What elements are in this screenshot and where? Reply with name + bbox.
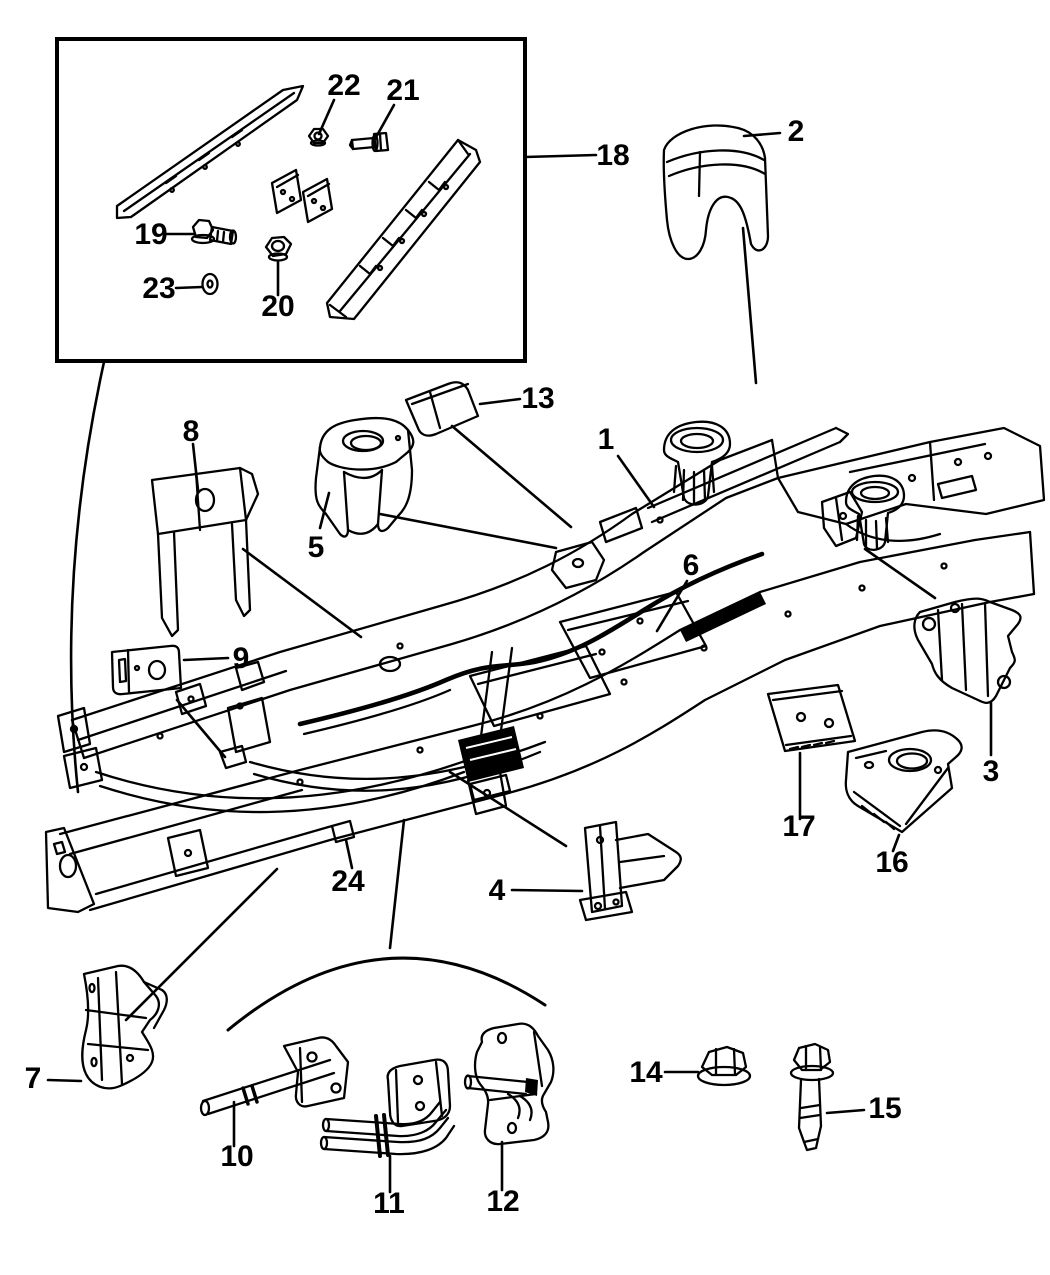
part-8-drawing xyxy=(150,466,260,638)
callout-23: 23 xyxy=(142,272,175,305)
callout-19: 19 xyxy=(134,218,167,251)
rail-part-drawing xyxy=(325,138,482,321)
nut-20-drawing xyxy=(264,235,293,262)
frame-drawing xyxy=(44,420,1046,914)
callout-21: 21 xyxy=(386,74,419,107)
part-3-drawing xyxy=(913,597,1022,705)
callout-15: 15 xyxy=(868,1092,901,1125)
callout-8: 8 xyxy=(183,415,200,448)
callout-10: 10 xyxy=(220,1140,253,1173)
part-16-drawing xyxy=(844,729,963,834)
callout-22: 22 xyxy=(327,69,360,102)
part-13-drawing xyxy=(404,381,480,437)
callout-18: 18 xyxy=(596,139,629,172)
part-17-drawing xyxy=(766,683,857,753)
callout-5: 5 xyxy=(308,531,325,564)
part-11-drawing xyxy=(319,1058,456,1158)
callout-24: 24 xyxy=(331,865,365,898)
leader-lines xyxy=(46,98,993,1194)
callout-14: 14 xyxy=(629,1056,663,1089)
bolt-21-drawing xyxy=(348,131,390,153)
callout-7: 7 xyxy=(25,1062,42,1095)
callout-13: 13 xyxy=(521,382,554,415)
callout-20: 20 xyxy=(261,290,294,323)
inset-box-border xyxy=(55,37,527,363)
washer-23-drawing xyxy=(201,272,219,296)
spacer-plates-drawing xyxy=(270,168,334,224)
callout-12: 12 xyxy=(486,1185,519,1218)
callout-4: 4 xyxy=(489,874,506,907)
callout-2: 2 xyxy=(788,115,805,148)
part-12-drawing xyxy=(463,1022,555,1146)
part-10-drawing xyxy=(199,1036,350,1117)
inset-box xyxy=(55,37,527,363)
bolt-19-drawing xyxy=(190,218,238,246)
part-14-drawing xyxy=(696,1045,752,1087)
nut-22-drawing xyxy=(307,127,330,147)
part-15-drawing xyxy=(789,1042,835,1152)
callout-16: 16 xyxy=(875,846,908,879)
part-2-drawing xyxy=(662,124,770,261)
strip-part-drawing xyxy=(115,84,305,220)
callout-1: 1 xyxy=(598,423,615,456)
part-4-drawing xyxy=(578,820,682,922)
callout-11: 11 xyxy=(373,1187,405,1220)
part-5-drawing xyxy=(314,416,415,538)
callout-9: 9 xyxy=(233,642,250,675)
callout-17: 17 xyxy=(782,810,815,843)
callout-3: 3 xyxy=(983,755,1000,788)
part-7-drawing xyxy=(81,964,168,1090)
part-9-drawing xyxy=(110,644,183,696)
callout-6: 6 xyxy=(683,549,700,582)
callout-labels: 1 2 3 4 5 6 7 8 9 10 11 12 13 14 15 16 1… xyxy=(25,69,1000,1220)
